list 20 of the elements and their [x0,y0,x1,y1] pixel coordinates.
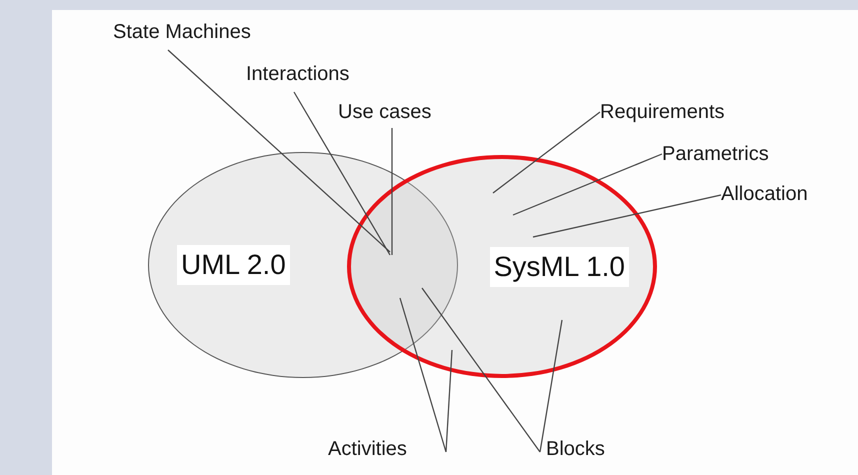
leader-label: Requirements [600,100,725,125]
leader-line [492,112,600,194]
set-label: SysML 1.0 [490,246,629,286]
leader-label: Blocks [546,437,605,462]
leader-label: State Machines [113,20,251,45]
leader-label: Interactions [246,62,350,87]
leader-line [168,50,390,252]
leader-line [293,92,391,256]
leader-line [539,320,563,452]
leader-line [391,128,393,255]
leader-line [399,298,447,452]
leader-line [422,288,540,452]
leader-line [512,153,662,216]
leader-line [532,194,722,238]
leader-line [445,350,453,452]
set-label: UML 2.0 [177,245,290,285]
leader-label: Parametrics [662,142,769,167]
leader-label: Activities [328,437,407,462]
leader-label: Use cases [338,100,432,125]
leader-label: Allocation [721,182,808,207]
